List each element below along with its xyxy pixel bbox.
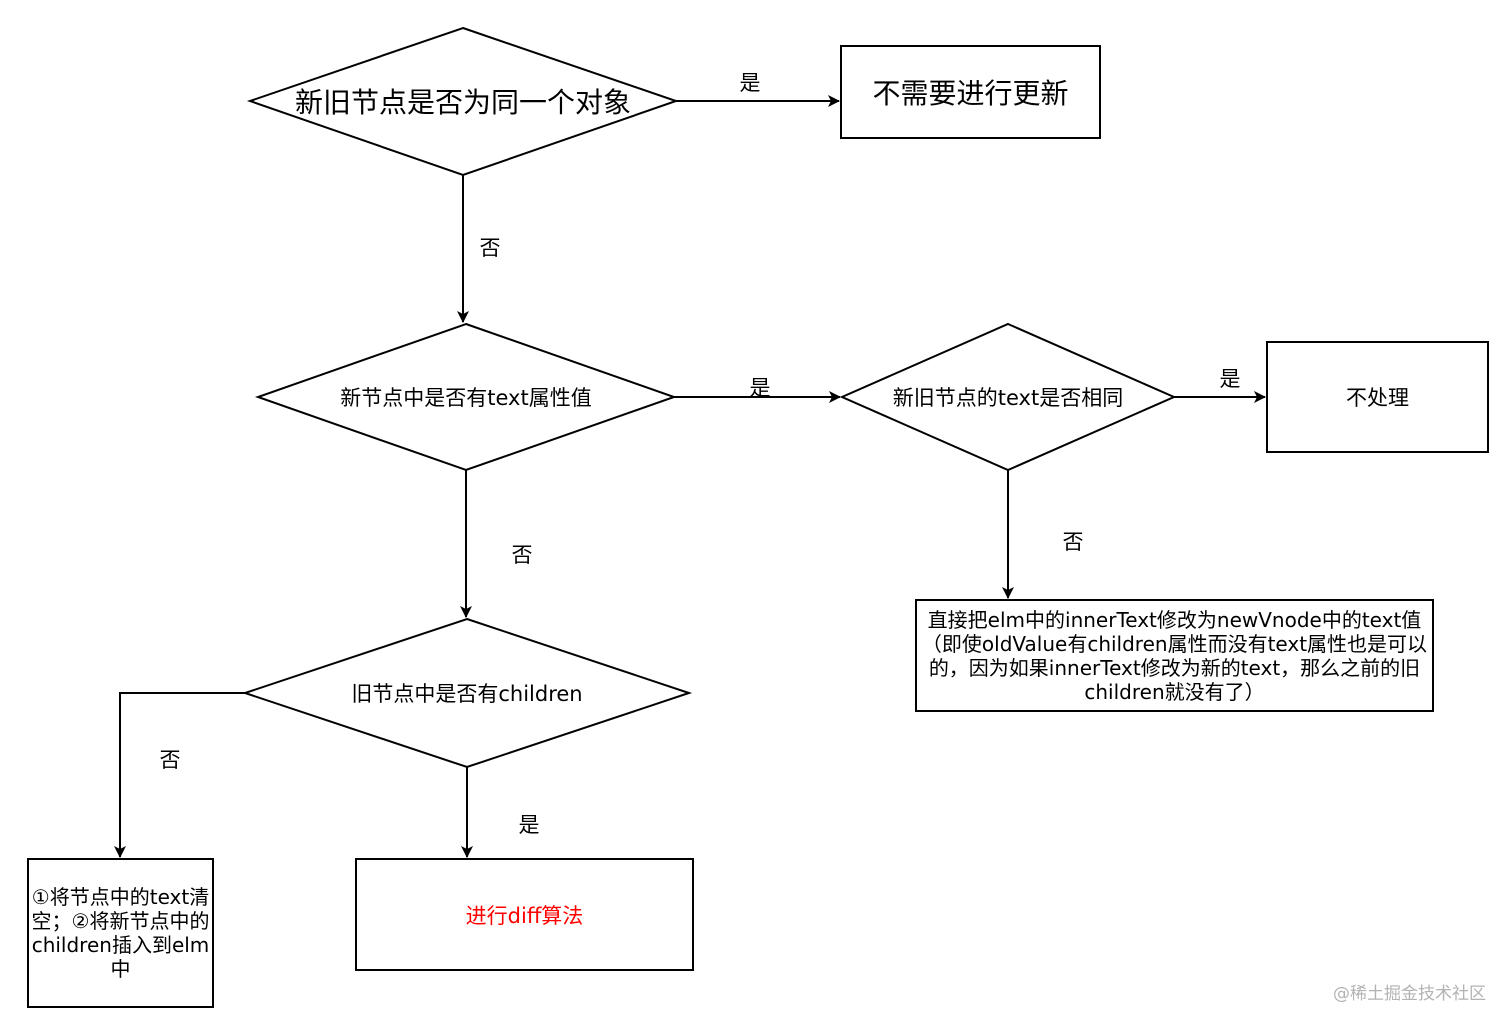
process-clear-and-insert — [27, 858, 214, 1008]
edge-textsame-no-label: 否 — [1062, 530, 1084, 554]
node-set-inner-text-label: 直接把elm中的innerText修改为newVnode中的text值（即使ol… — [921, 607, 1428, 704]
process-diff — [355, 858, 694, 971]
process-no-update — [840, 45, 1101, 139]
edge-same-yes-label: 是 — [739, 71, 761, 95]
edge-same-no-label: 否 — [479, 236, 501, 260]
process-no-process — [1266, 341, 1489, 453]
watermark: @稀土掘金技术社区 — [1333, 983, 1486, 1004]
node-old-has-children-label: 旧节点中是否有children — [351, 682, 583, 706]
edge-textsame-yes-label: 是 — [1219, 367, 1241, 391]
edge-children-no-line — [114, 692, 245, 858]
node-clear-and-insert-label: ①将节点中的text清空；②将新节点中的children插入到elm中 — [31, 885, 210, 981]
node-new-has-text-label: 新节点中是否有text属性值 — [340, 386, 592, 410]
node-no-process-label: 不处理 — [1346, 386, 1409, 410]
edge-text-no-label: 否 — [511, 543, 533, 567]
node-same-object-label: 新旧节点是否为同一个对象 — [294, 86, 631, 119]
edge-children-no-label: 否 — [159, 748, 181, 772]
process-set-inner-text — [915, 599, 1434, 712]
edge-children-yes-label: 是 — [518, 813, 540, 837]
node-text-same-label: 新旧节点的text是否相同 — [892, 386, 1124, 410]
node-diff-label: 进行diff算法 — [465, 903, 584, 928]
node-no-update-label: 不需要进行更新 — [872, 77, 1069, 110]
edge-text-yes-label: 是 — [749, 376, 771, 400]
